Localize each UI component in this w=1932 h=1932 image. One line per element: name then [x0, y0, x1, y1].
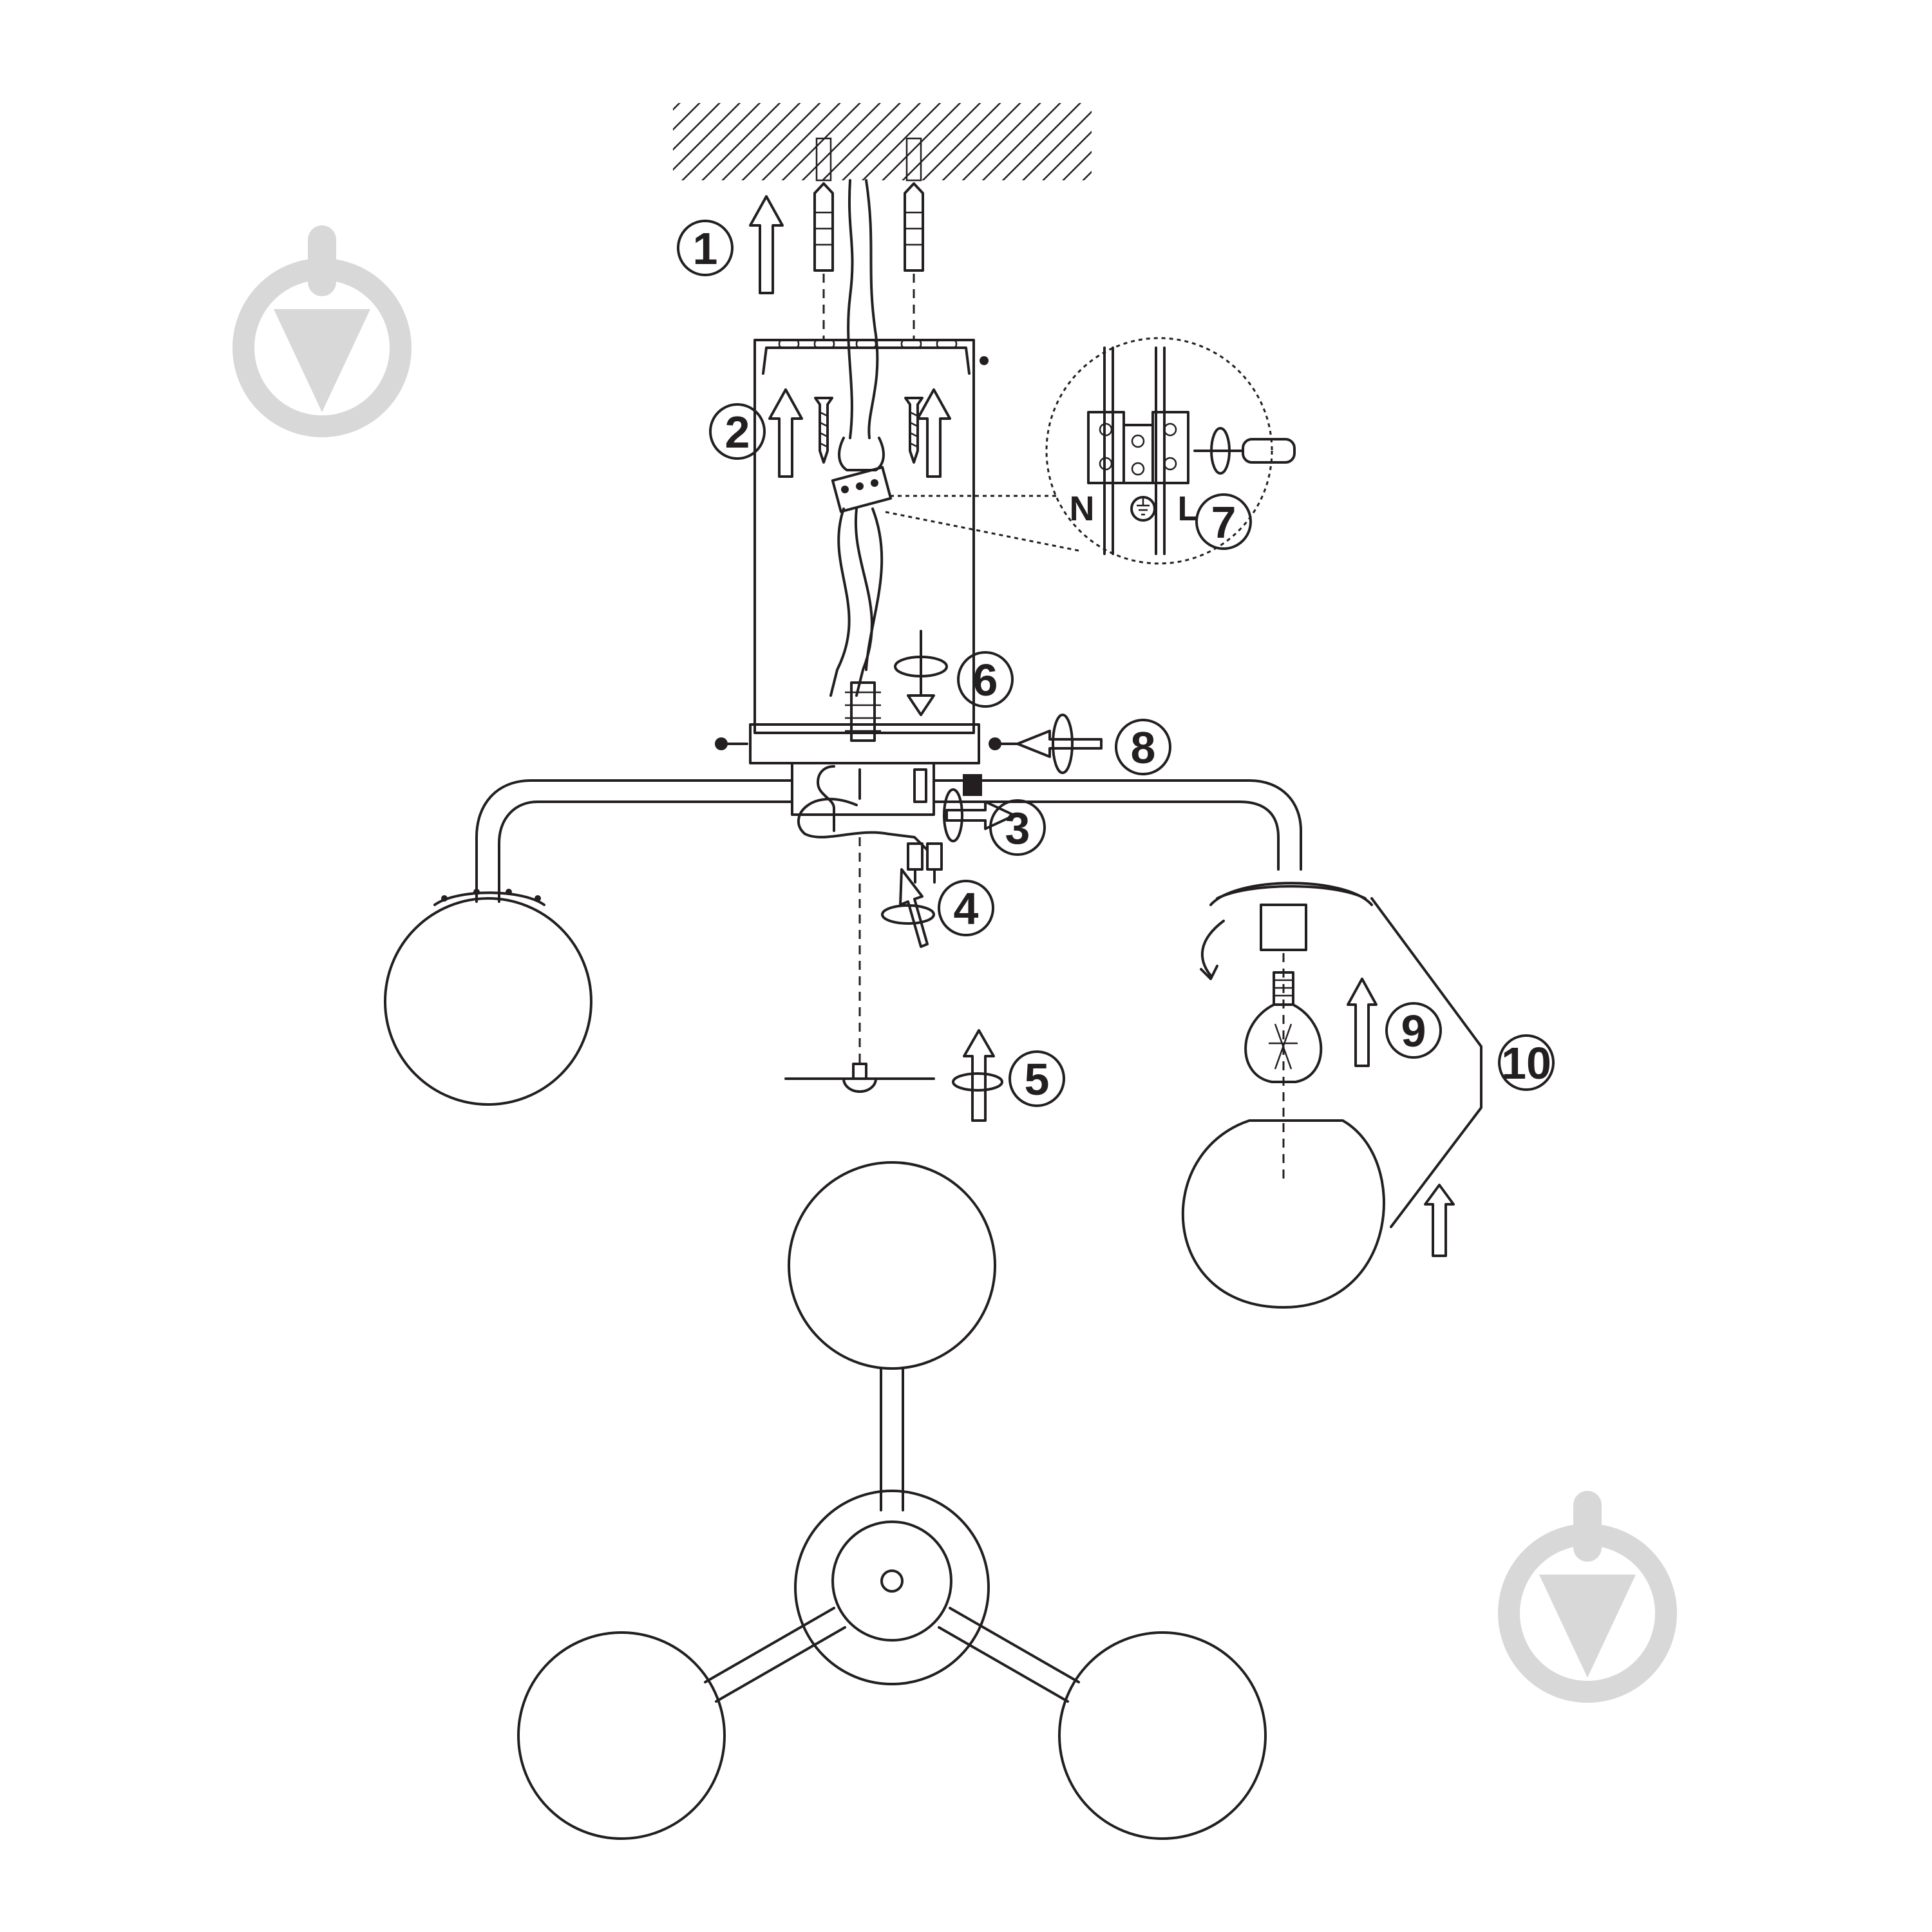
- rotate-arrow-icon: [943, 788, 963, 842]
- step-3-badge: [989, 799, 1046, 856]
- rotate-arrow-icon: [1052, 714, 1074, 774]
- step-2-label: 2: [725, 407, 750, 457]
- step-5-label: 5: [1025, 1054, 1050, 1104]
- step-3-label: 3: [1005, 803, 1030, 853]
- wall-plug-left: [813, 182, 834, 272]
- supply-cable: [847, 179, 879, 439]
- up-arrow-icon: [749, 195, 784, 294]
- step-10-label: 10: [1501, 1038, 1551, 1088]
- step-6-badge: [957, 651, 1014, 708]
- step-4-label: 4: [954, 884, 979, 934]
- rotate-arrow-icon: [894, 630, 948, 716]
- rotate-arrow-icon: [881, 904, 935, 925]
- wire-connectors: [907, 842, 943, 884]
- left-arrow-icon: [1016, 730, 1103, 758]
- up-arrow-icon: [768, 388, 803, 478]
- step-9-label: 9: [1401, 1006, 1426, 1056]
- step-4-badge: [938, 880, 994, 936]
- screwdriver-icon: [1193, 427, 1296, 475]
- step-5-badge: [1009, 1050, 1065, 1107]
- globe-shade-right: [1181, 1119, 1385, 1309]
- step-1-badge: [677, 220, 734, 276]
- neutral-label: N: [1070, 489, 1095, 528]
- canopy-plate: [715, 723, 1019, 764]
- step-9-badge: [1385, 1002, 1442, 1059]
- cable-loop: [797, 797, 929, 851]
- right-arrow-icon: [945, 800, 1016, 830]
- rotate-arrow-icon: [952, 1072, 1003, 1092]
- up-arrow-icon: [1347, 978, 1378, 1067]
- lamp-body: [475, 762, 1302, 903]
- step-8-badge: [1115, 719, 1171, 775]
- up-arrow-icon: [916, 388, 951, 478]
- screw-left: [814, 397, 833, 464]
- step-6-label: 6: [973, 655, 998, 705]
- mounting-bracket: [753, 339, 989, 734]
- terminal-block: [831, 437, 893, 513]
- step-7-label: 7: [1211, 497, 1236, 547]
- threaded-rod: [845, 681, 881, 742]
- up-arrow-icon: [1424, 1184, 1455, 1257]
- step-8-label: 8: [1131, 723, 1156, 773]
- step-2-badge: [709, 403, 766, 460]
- wall-plug-right: [904, 182, 924, 272]
- screw-right: [904, 397, 923, 464]
- step-10-bracket: [1370, 897, 1482, 1228]
- watermark-bottom-right-icon: [1498, 1491, 1677, 1703]
- top-view-assembly: [517, 1161, 1267, 1840]
- decorative-cap: [784, 1063, 935, 1093]
- light-bulb-icon: [1244, 971, 1323, 1083]
- ceiling: [673, 103, 1092, 182]
- up-arrow-icon: [899, 868, 929, 948]
- wiring-detail-callout: [885, 337, 1273, 565]
- lamp-holder-ring: [1209, 882, 1373, 951]
- curved-arrow-icon: [1200, 920, 1225, 980]
- step-7-badge: [1195, 493, 1252, 550]
- watermark-top-left-icon: [232, 225, 412, 437]
- step-10-badge: [1498, 1034, 1555, 1091]
- internal-wires: [829, 507, 884, 697]
- globe-shade-left: [384, 889, 592, 1106]
- up-arrow-icon: [963, 1029, 995, 1122]
- step-1-label: 1: [693, 223, 718, 274]
